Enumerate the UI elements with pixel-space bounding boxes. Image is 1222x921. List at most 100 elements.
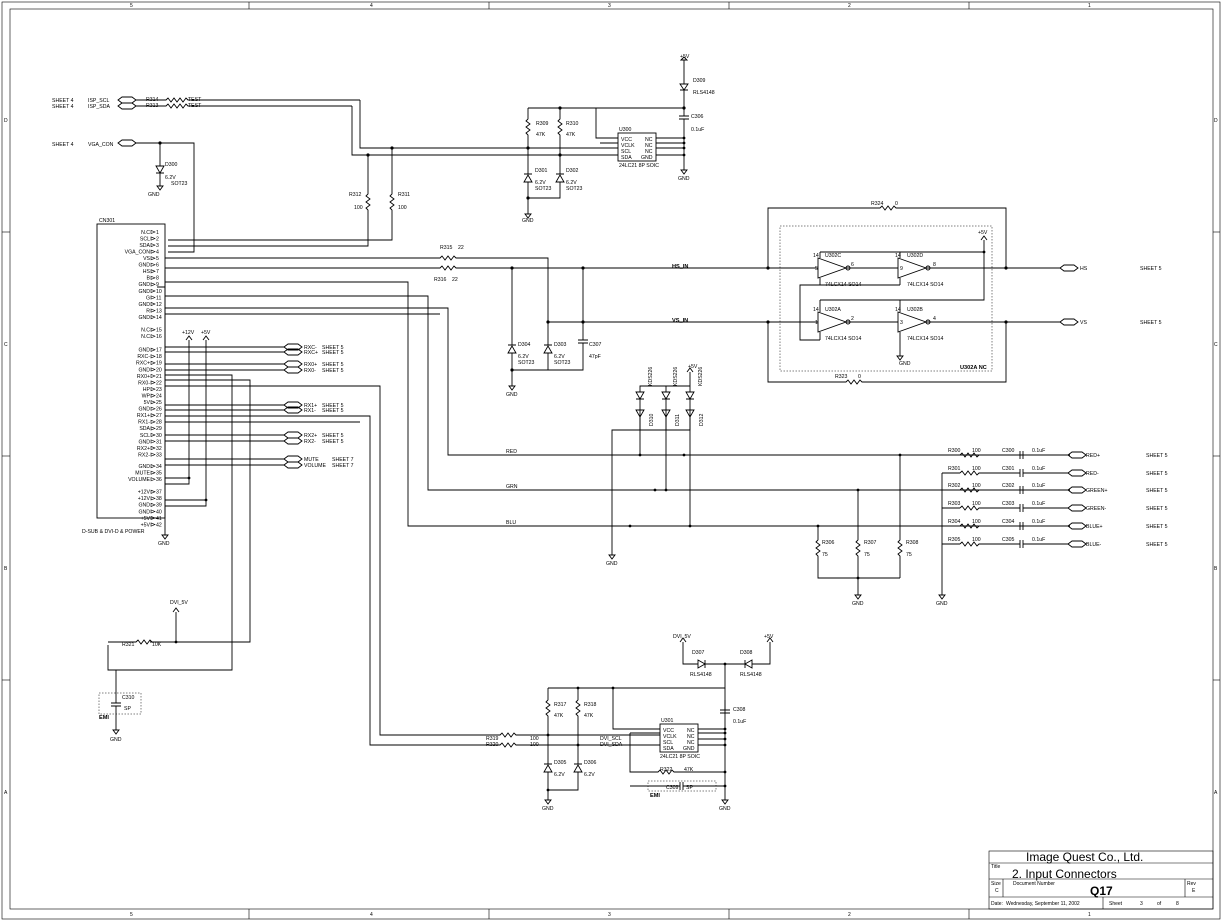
sync-section: R315 22 R316 22 HS_IN VS_IN GND D304 6.2… [165, 201, 1162, 398]
r324-label: R324 [871, 201, 884, 207]
cn301-pin-name: N.C [141, 230, 150, 236]
emi-label-2: EMI [650, 793, 660, 799]
clamp-gnd [611, 417, 691, 555]
p12v-rail [165, 335, 193, 485]
cn301-pin-name: RX2- [138, 452, 150, 458]
cn301-pin-number: 6 [156, 263, 159, 269]
row-label-d-right: D [1214, 118, 1218, 124]
r309-value: 47K [536, 132, 546, 138]
row-label-b: B [4, 566, 8, 572]
cn301-pin-name: HS [143, 269, 151, 275]
r317 [545, 688, 551, 735]
r315-label: R315 [440, 245, 453, 251]
u300-nc1: NC [645, 137, 653, 143]
c306-cap [679, 108, 689, 170]
rgb-resistor-value: 100 [972, 519, 981, 525]
cn301-pin-marker [150, 282, 156, 287]
date-label: Date: [991, 901, 1003, 907]
cn301-pin-name: GND [138, 263, 150, 269]
cn301-pin-name: RX0+ [137, 374, 150, 380]
c306-label: C306 [691, 114, 704, 120]
cn301-pin-marker [150, 515, 156, 521]
green-wire [165, 295, 1070, 491]
cn301-pin-name: GND [138, 367, 150, 373]
d303-label: D303 [554, 342, 567, 348]
cn301-pin-number: 27 [156, 413, 162, 419]
cn301-pin-number: 14 [156, 315, 162, 321]
r320 [478, 742, 660, 748]
rgb-output-label: GREEN- [1086, 506, 1106, 512]
rgb-resistor-label: R302 [948, 483, 961, 489]
c310-sp: SP [124, 706, 131, 712]
cn301-pin-number: 32 [156, 446, 162, 452]
cn301-pin-number: 36 [156, 477, 162, 483]
cn301-pin-marker [150, 426, 156, 431]
rev-label: Rev [1187, 881, 1196, 887]
rgb-section: RED GRN BLU +5V GND KDS226 KDS226 KDS226… [165, 281, 1168, 607]
cn301-pin-marker [150, 400, 156, 405]
clamp-gnd-symbol [608, 554, 616, 560]
r311-label: R311 [398, 192, 410, 198]
vs-output-label: VS [1080, 320, 1087, 326]
r317-label: R317 [554, 702, 567, 708]
grn-label: GRN [506, 484, 518, 490]
power-taps [165, 477, 206, 501]
d308-label: D308 [740, 650, 753, 656]
u301-nc1: NC [687, 728, 695, 734]
d304-pkg: SOT23 [518, 360, 535, 366]
rgb-cap-value: 0.1uF [1032, 483, 1045, 489]
hp-wp-wires [107, 374, 251, 671]
r322-value: 47K [684, 767, 694, 773]
cn301-pin-name: R [146, 308, 150, 314]
sync-gnd-label: GND [506, 392, 518, 398]
u301-nc3: NC [687, 740, 695, 746]
r308-value: 75 [906, 552, 912, 558]
u302b-label: U302B [907, 307, 923, 313]
u302d-pin9: 9 [900, 266, 903, 272]
isp-scl-label: ISP_SCL [88, 98, 109, 104]
rx0-minus-label: RX0- [304, 368, 316, 374]
cn301-pin-marker [150, 452, 156, 457]
rgb-cap-value: 0.1uF [1032, 501, 1045, 507]
u302c-pin5: 5 [815, 266, 818, 272]
sheet4-label-2: SHEET 4 [52, 104, 74, 110]
isp-scl-wire [136, 97, 360, 103]
r309-label: R309 [536, 121, 549, 127]
sheet4-label-1: SHEET 4 [52, 98, 74, 104]
emi-label-1: EMI [99, 715, 109, 721]
cn301-pin-name: RX1- [138, 420, 150, 426]
d308-diode [744, 637, 774, 669]
rx2-plus-sheet: SHEET 5 [322, 433, 344, 439]
rgb-cap-label: C301 [1002, 466, 1015, 472]
hs-output [1006, 264, 1079, 272]
rgb-resistor-value: 100 [972, 466, 981, 472]
cn301-ref: CN301 [99, 218, 115, 224]
rgb-output-sheet: SHEET 5 [1146, 488, 1168, 494]
cn301-pin-name: 5V [144, 400, 151, 406]
r324-bypass [767, 205, 1007, 268]
r316-label: R316 [434, 277, 447, 283]
rgb-cap-value: 0.1uF [1032, 466, 1045, 472]
rgb-resistor-value: 100 [972, 501, 981, 507]
u302b-pin14: 14 [895, 307, 901, 313]
dvi-5v-label: DVI_5V [170, 600, 188, 606]
rgb-output-label: RED- [1086, 471, 1099, 477]
cn301-pin-marker [150, 249, 156, 254]
cn301-pin-number: 16 [156, 334, 162, 340]
isp-section: SHEET 4 SHEET 4 ISP_SCL ISP_SDA R314 R31… [52, 96, 560, 253]
clamp-gnd-label: GND [606, 561, 618, 567]
d301-v: 6.2V [535, 180, 546, 186]
cn301-pin-marker [150, 308, 156, 313]
d302-diode [528, 155, 565, 199]
cn301-pin-marker [150, 367, 156, 372]
r321-label: R321 [122, 642, 135, 648]
col-label-5: 5 [130, 3, 133, 9]
rgb-output-label: RED+ [1086, 453, 1100, 459]
ddc-gnd [544, 799, 552, 805]
u300-left-pins [528, 108, 618, 156]
u302-vcc-label: +5V [978, 230, 988, 236]
u302a-nc-label: U302A NC [960, 365, 987, 371]
